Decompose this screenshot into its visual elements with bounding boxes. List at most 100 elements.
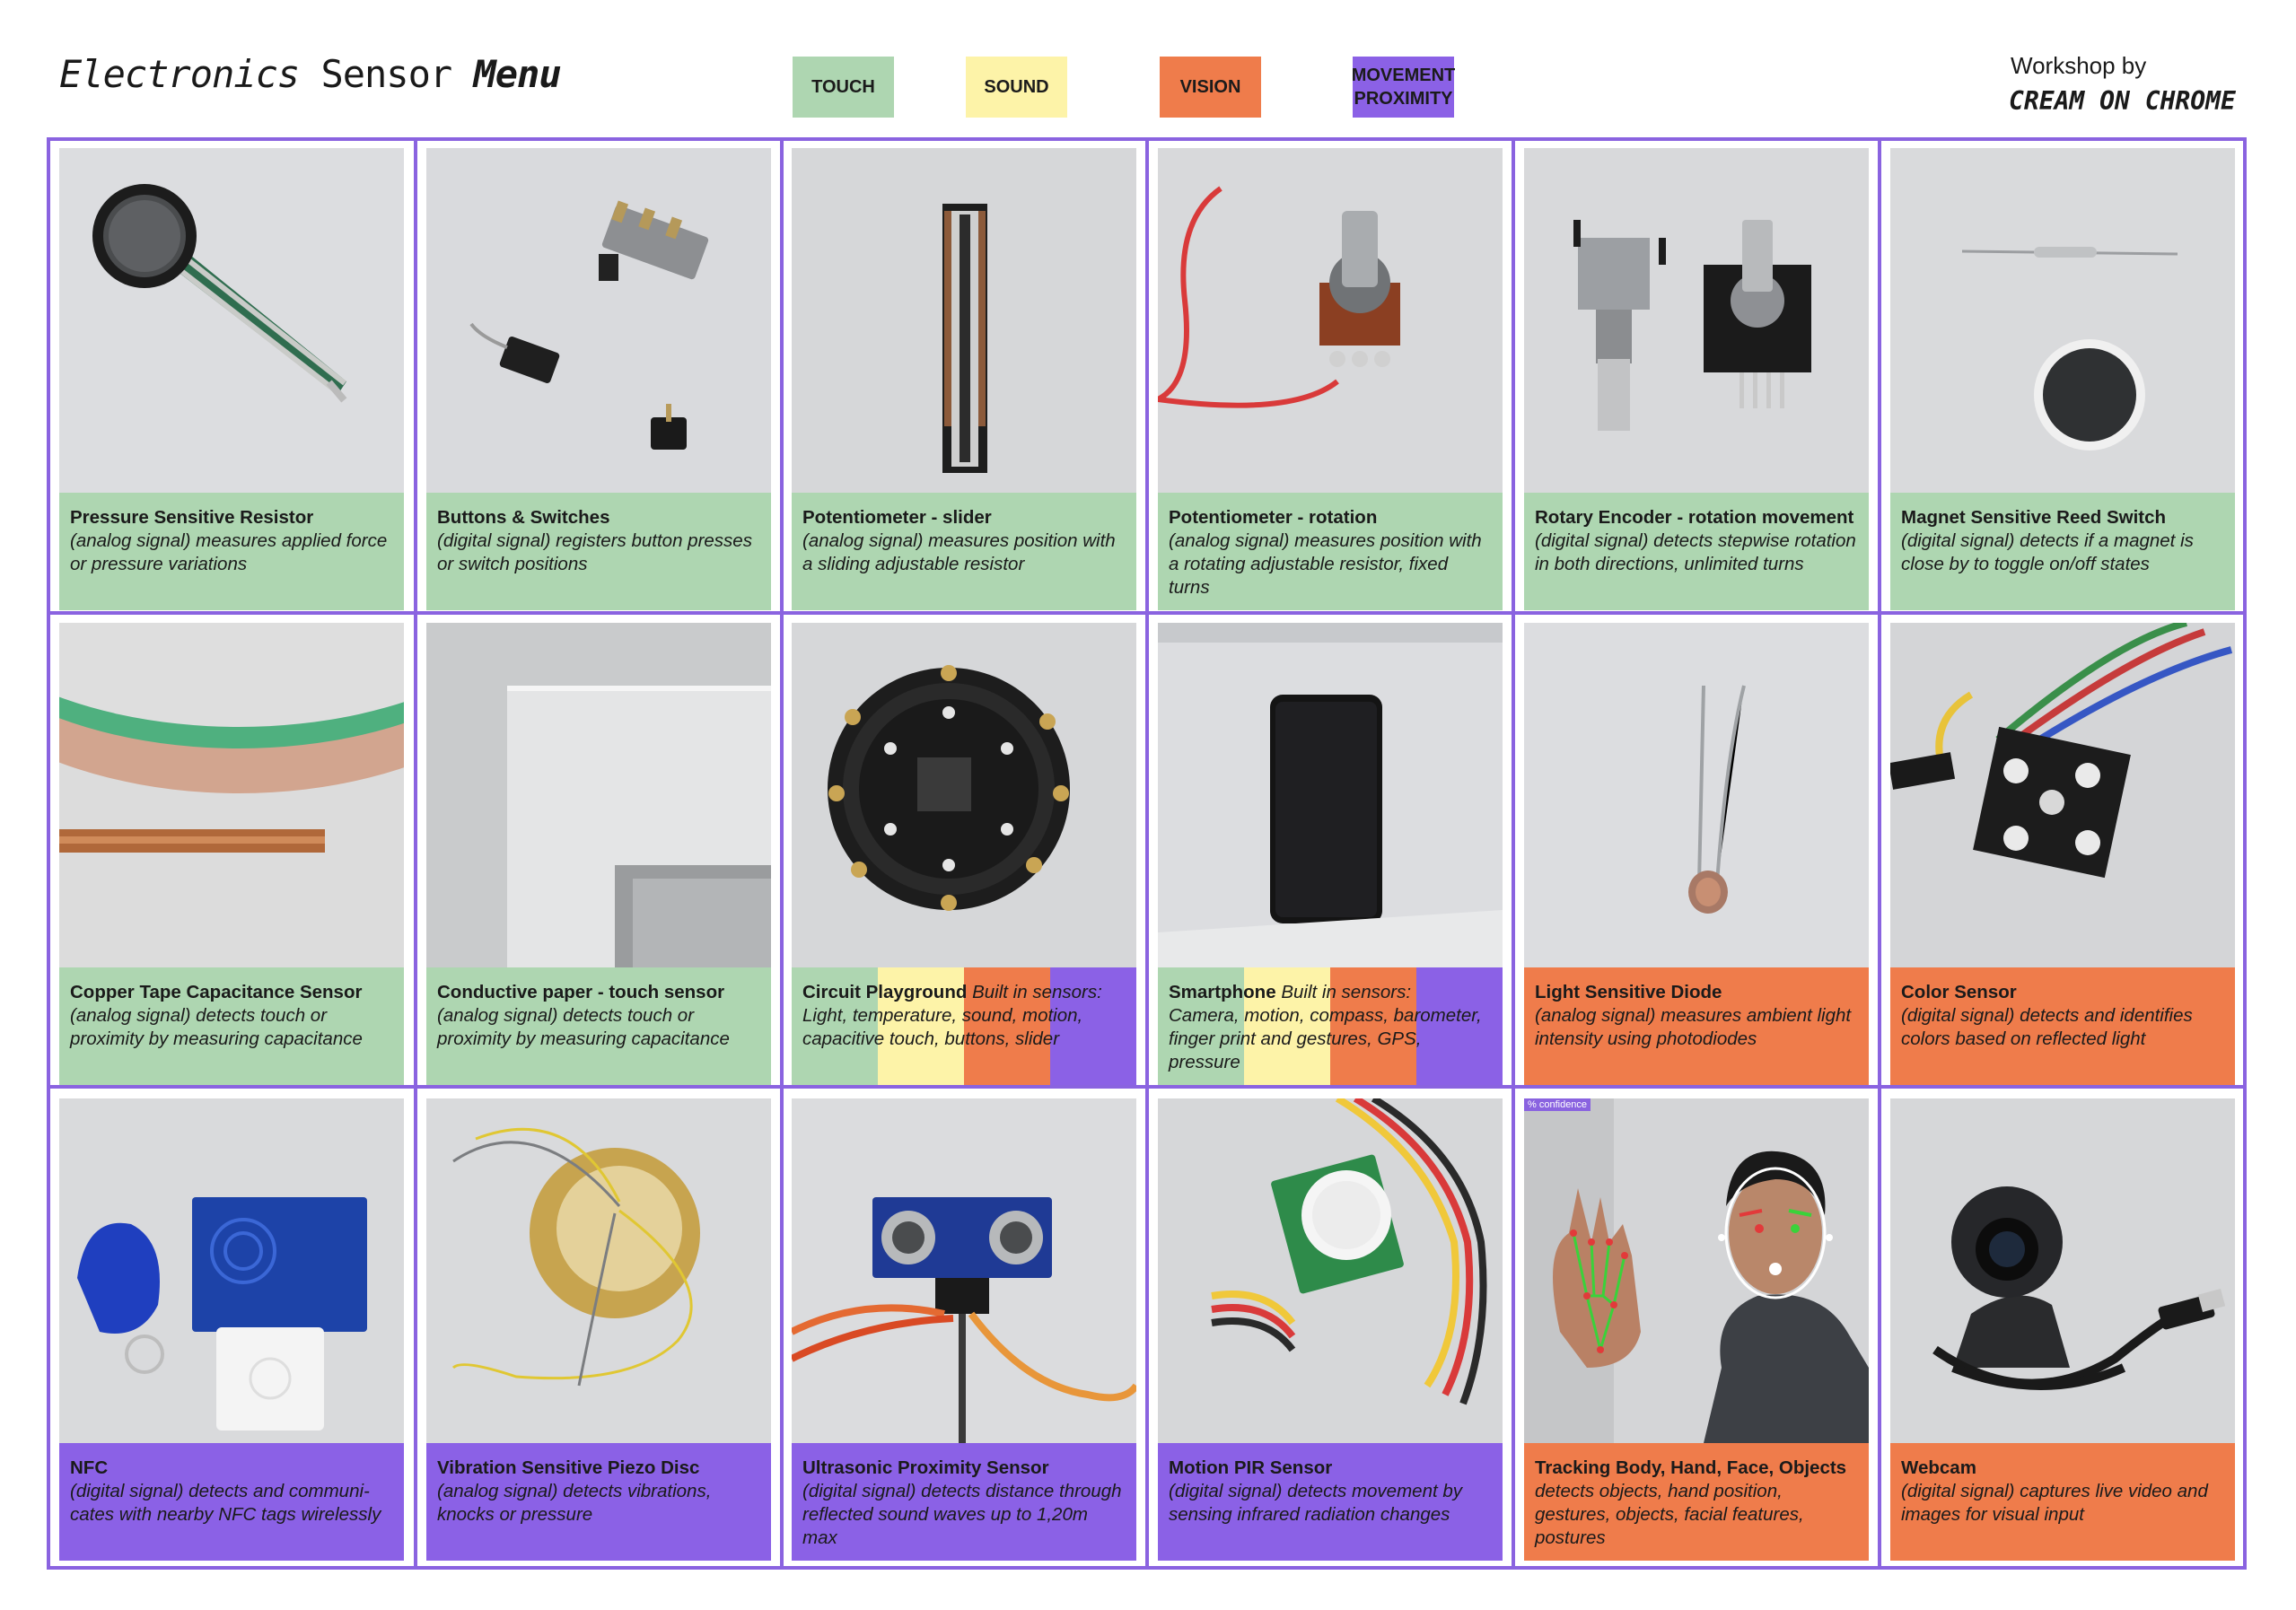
sensor-photo — [426, 148, 771, 493]
sensor-title-main: Smartphone — [1169, 982, 1276, 1002]
sensor-title: Potentiometer - slider — [802, 507, 992, 528]
sensor-title: Copper Tape Capacitance Sensor — [70, 982, 363, 1002]
rotary-encoder-icon — [1524, 148, 1869, 493]
sensor-card: Smartphone Built in sensors: Camera, mot… — [1158, 623, 1503, 1085]
ultrasonic-sensor-icon — [792, 1098, 1136, 1443]
legend-sound-label: SOUND — [984, 77, 1049, 97]
sensor-caption: Vibration Sensitive Piezo Disc (analog s… — [426, 1443, 771, 1561]
sensor-description: (analog signal) detects vibrations, knoc… — [437, 1481, 712, 1525]
sensor-caption: Potentiometer - slider (analog signal) m… — [792, 493, 1136, 610]
category-stripes — [792, 967, 1136, 1085]
grid-divider — [780, 141, 784, 1566]
sensor-photo: % confidence — [1524, 1098, 1869, 1443]
conductive-paper-icon — [426, 623, 771, 967]
sensor-description: (analog signal) measures ambient light i… — [1535, 1005, 1852, 1049]
sensor-photo — [792, 623, 1136, 967]
grid-divider — [1878, 141, 1881, 1566]
sensor-title: Webcam — [1901, 1457, 1976, 1478]
sensor-card: Potentiometer - rotation (analog signal)… — [1158, 148, 1503, 610]
grid-frame — [47, 137, 2247, 1570]
sensor-card: Pressure Sensitive Resistor (analog sign… — [59, 148, 404, 610]
webcam-icon — [1890, 1098, 2235, 1443]
nfc-reader-icon — [59, 1098, 404, 1443]
sensor-title: Conductive paper - touch sensor — [437, 982, 725, 1002]
sensor-card: Rotary Encoder - rotation movement (digi… — [1524, 148, 1869, 610]
sensor-caption: Tracking Body, Hand, Face, Objects detec… — [1524, 1443, 1869, 1561]
sensor-title: Color Sensor — [1901, 982, 2017, 1002]
sensor-photo — [792, 148, 1136, 493]
grid-divider — [414, 141, 417, 1566]
legend-touch: TOUCH — [793, 57, 894, 118]
legend-vision-label: VISION — [1179, 77, 1241, 97]
pir-sensor-icon — [1158, 1098, 1503, 1443]
sensor-description: Light, temperature, sound, motion, capac… — [802, 1005, 1083, 1049]
slide-pot-icon — [792, 148, 1136, 493]
sensor-title: Rotary Encoder - rotation movement — [1535, 507, 1854, 528]
legend-vision: VISION — [1160, 57, 1261, 118]
fsr-sensor-icon — [59, 148, 404, 493]
sensor-card: Webcam (digital signal) captures live vi… — [1890, 1098, 2235, 1561]
sensor-card: Potentiometer - slider (analog signal) m… — [792, 148, 1136, 610]
legend-movement: MOVEMENT PROXIMITY — [1351, 57, 1456, 118]
sensor-title: Pressure Sensitive Resistor — [70, 507, 314, 528]
title-word-3: Menu — [473, 52, 561, 96]
grid-divider — [50, 611, 2243, 615]
grid-divider — [1512, 141, 1515, 1566]
sensor-description: (digital signal) registers button presse… — [437, 530, 752, 574]
sensor-caption: NFC (digital signal) detects and communi… — [59, 1443, 404, 1561]
sensor-description: (analog signal) detects touch or proximi… — [70, 1005, 363, 1049]
sensor-title-suffix: Built in sensors: — [1281, 982, 1412, 1002]
sensor-description: (digital signal) detects if a magnet is … — [1901, 530, 2194, 574]
sensor-title-main: Circuit Playground — [802, 982, 968, 1002]
credit-line-1: Workshop by — [2011, 52, 2147, 79]
sensor-card: Conductive paper - touch sensor (analog … — [426, 623, 771, 1085]
sensor-description: detects objects, hand position, gestures… — [1535, 1481, 1804, 1548]
sensor-title: Magnet Sensitive Reed Switch — [1901, 507, 2167, 528]
sensor-description: (digital signal) detects and identifies … — [1901, 1005, 2193, 1049]
sensor-title: Vibration Sensitive Piezo Disc — [437, 1457, 700, 1478]
sensor-photo — [1158, 1098, 1503, 1443]
grid-divider — [50, 1085, 2243, 1089]
smartphone-icon — [1158, 623, 1503, 967]
sensor-caption: Buttons & Switches (digital signal) regi… — [426, 493, 771, 610]
copper-tape-icon — [59, 623, 404, 967]
sensor-card: NFC (digital signal) detects and communi… — [59, 1098, 404, 1561]
sensor-photo — [426, 623, 771, 967]
sensor-caption: Webcam (digital signal) captures live vi… — [1890, 1443, 2235, 1561]
sensor-caption: Potentiometer - rotation (analog signal)… — [1158, 493, 1503, 610]
sensor-description: Camera, motion, compass, barometer, fing… — [1169, 1005, 1482, 1072]
title-word-2: Sensor — [320, 52, 452, 96]
color-sensor-icon — [1890, 623, 2235, 967]
sensor-card: Color Sensor (digital signal) detects an… — [1890, 623, 2235, 1085]
sensor-title: Smartphone Built in sensors: — [1169, 981, 1492, 1004]
sensor-photo — [1890, 1098, 2235, 1443]
sensor-photo — [1524, 623, 1869, 967]
sensor-title: Buttons & Switches — [437, 507, 610, 528]
legend-movement-label: MOVEMENT PROXIMITY — [1351, 66, 1456, 109]
sensor-photo — [59, 623, 404, 967]
sensor-title: Circuit Playground Built in sensors: — [802, 981, 1126, 1004]
sensor-caption: Light Sensitive Diode (analog signal) me… — [1524, 967, 1869, 1085]
sensor-photo — [1158, 148, 1503, 493]
sensor-title-suffix: Built in sensors: — [972, 982, 1102, 1002]
title-word-1: Electronics — [59, 52, 300, 96]
sensor-description: (analog signal) detects touch or proximi… — [437, 1005, 730, 1049]
sensor-title: Motion PIR Sensor — [1169, 1457, 1333, 1478]
sensor-description: (digital signal) detects stepwise rotati… — [1535, 530, 1856, 574]
sensor-photo — [792, 1098, 1136, 1443]
sensor-description: (analog signal) measures position with a… — [802, 530, 1116, 574]
category-stripes — [1158, 967, 1503, 1085]
sensor-card: Magnet Sensitive Reed Switch (digital si… — [1890, 148, 2235, 610]
sensor-card: Vibration Sensitive Piezo Disc (analog s… — [426, 1098, 771, 1561]
sensor-title: NFC — [70, 1457, 109, 1478]
sensor-caption: Color Sensor (digital signal) detects an… — [1890, 967, 2235, 1085]
sensor-title: Ultrasonic Proximity Sensor — [802, 1457, 1049, 1478]
sensor-caption: Ultrasonic Proximity Sensor (digital sig… — [792, 1443, 1136, 1561]
rotary-pot-icon — [1158, 148, 1503, 493]
sensor-card: Ultrasonic Proximity Sensor (digital sig… — [792, 1098, 1136, 1561]
sensor-caption: Pressure Sensitive Resistor (analog sign… — [59, 493, 404, 610]
sensor-caption: Motion PIR Sensor (digital signal) detec… — [1158, 1443, 1503, 1561]
sensor-description: (digital signal) captures live video and… — [1901, 1481, 2208, 1525]
confidence-badge: % confidence — [1524, 1098, 1591, 1111]
sensor-caption: Copper Tape Capacitance Sensor (analog s… — [59, 967, 404, 1085]
